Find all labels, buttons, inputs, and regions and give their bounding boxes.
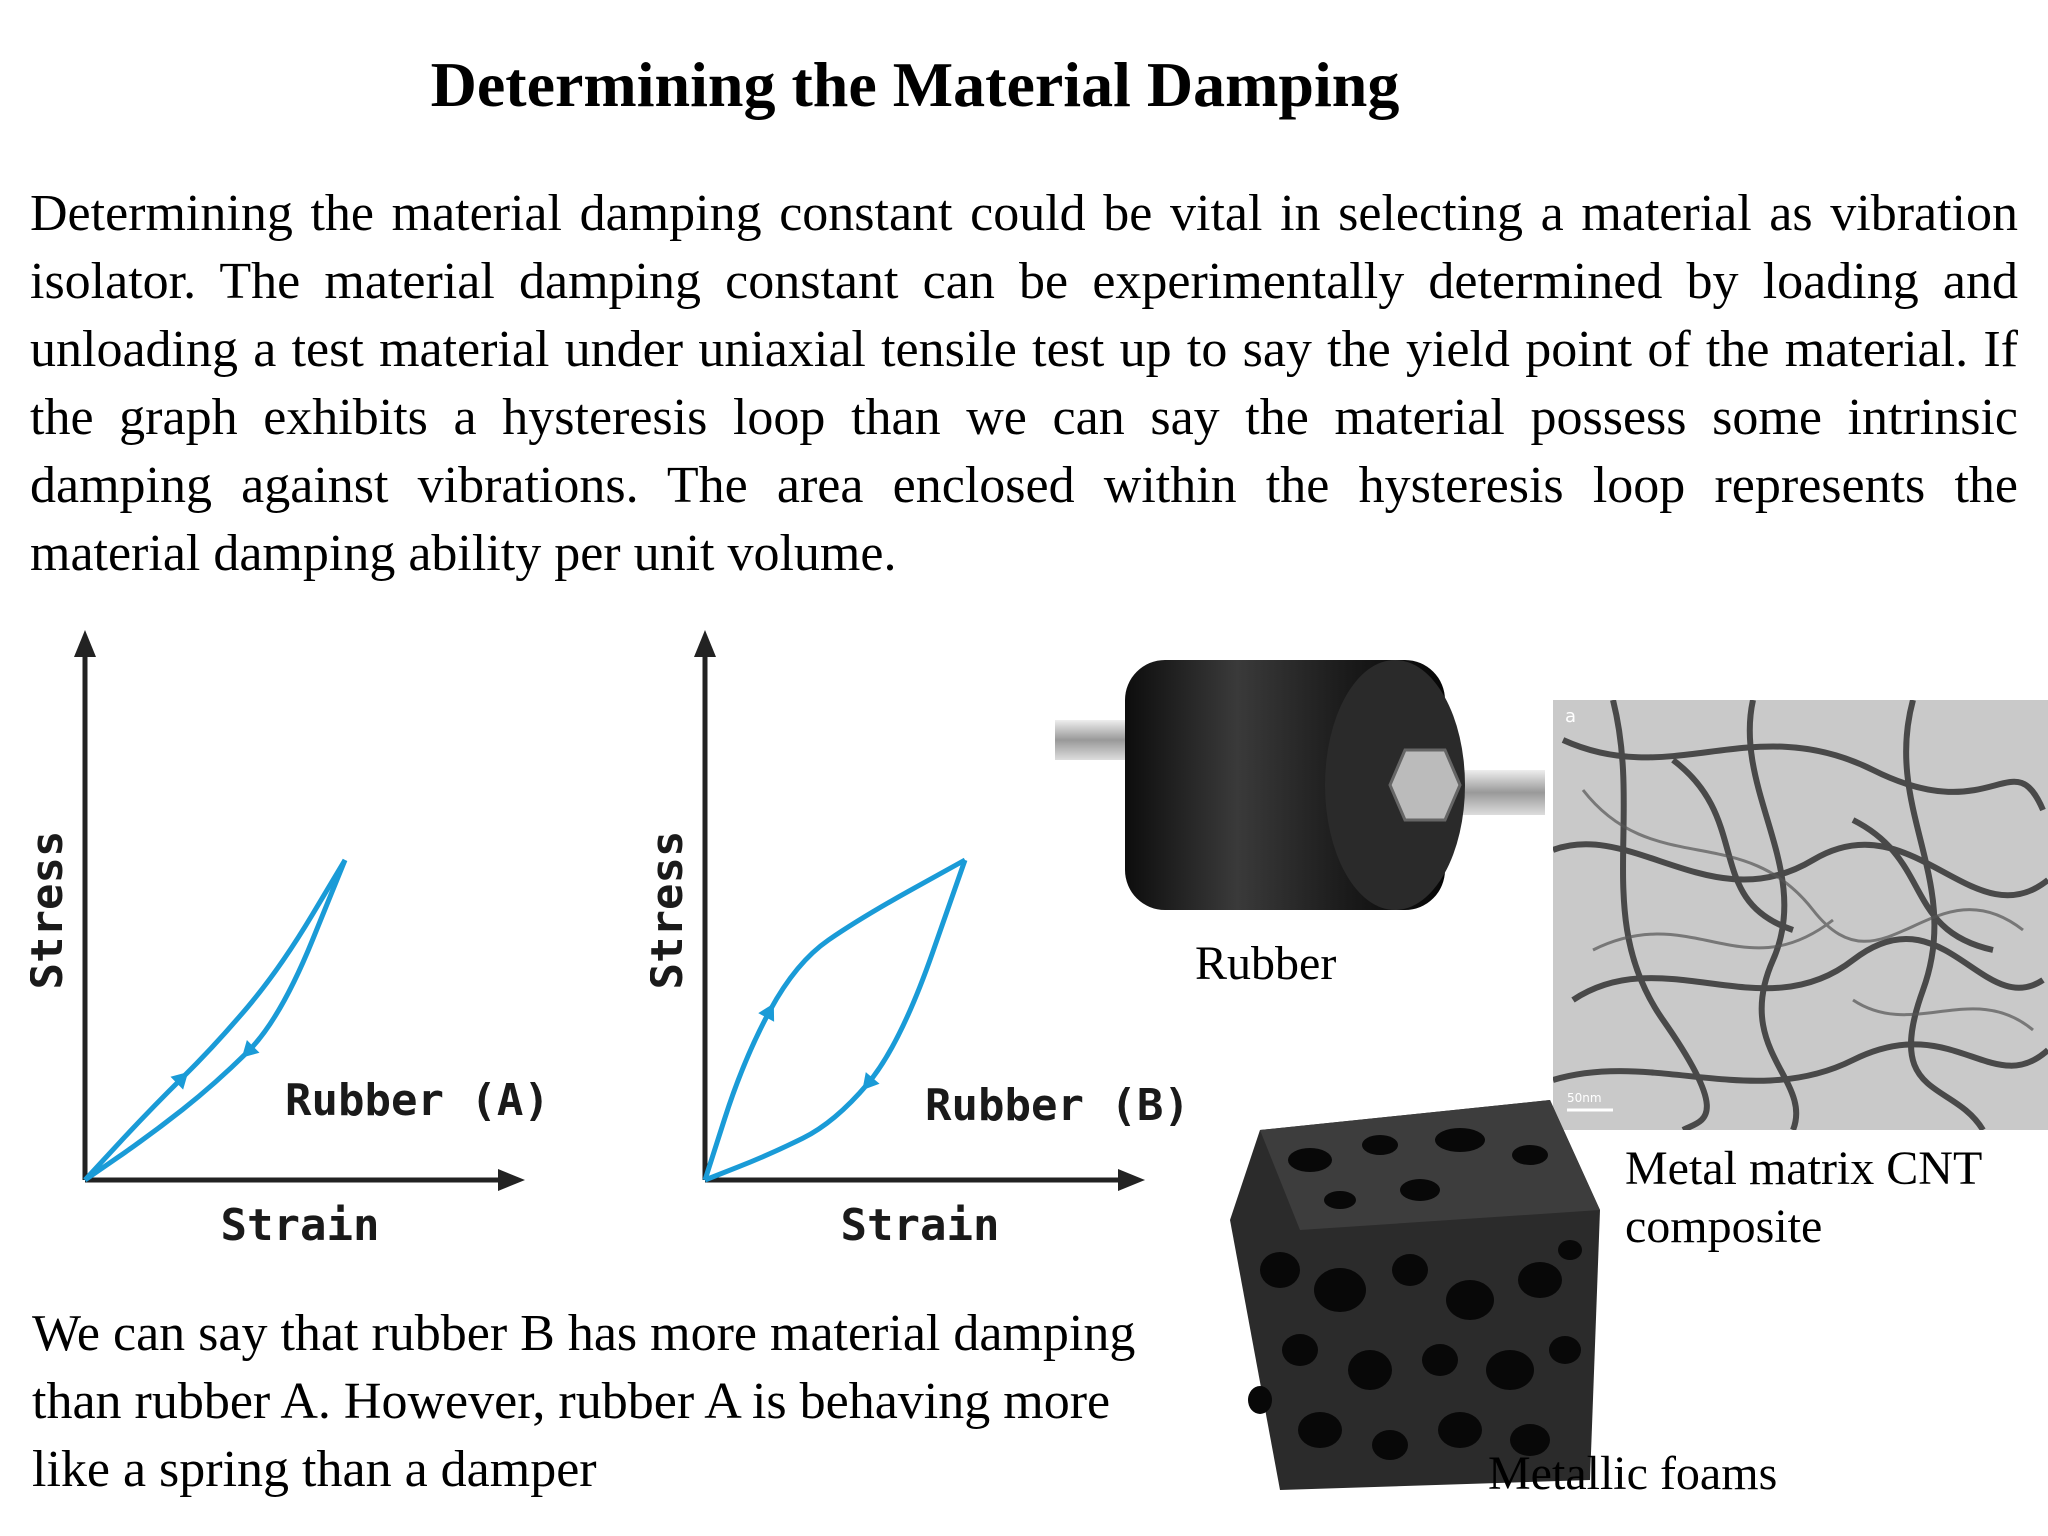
nut bbox=[1388, 748, 1462, 822]
unloading-curve bbox=[704, 859, 968, 1183]
metal-foam-photo bbox=[1220, 1080, 1620, 1500]
hysteresis-chart-rubber-b: Rubber (B) Strain Stress bbox=[650, 625, 1200, 1275]
unloading-arrow-icon bbox=[862, 1072, 880, 1091]
series-label: Rubber (A) bbox=[285, 1075, 550, 1126]
x-axis-arrow-icon bbox=[498, 1169, 525, 1191]
intro-paragraph: Determining the material damping constan… bbox=[30, 185, 2018, 582]
x-axis-label: Strain bbox=[841, 1200, 1000, 1251]
loading-curve bbox=[83, 858, 348, 1182]
x-axis-arrow-icon bbox=[1118, 1169, 1145, 1191]
hysteresis-chart-rubber-a: Rubber (A) Strain Stress bbox=[30, 625, 580, 1275]
unloading-arrow-icon bbox=[241, 1039, 260, 1058]
scale-bar-label: 50nm bbox=[1567, 1091, 1602, 1105]
nanotube-strands bbox=[1553, 700, 2048, 1130]
foam-caption: Metallic foams bbox=[1488, 1447, 1778, 1500]
unloading-curve bbox=[83, 859, 348, 1183]
micrograph-corner-label: a bbox=[1565, 706, 1576, 727]
series-label: Rubber (B) bbox=[925, 1080, 1190, 1131]
y-axis-arrow-icon bbox=[694, 630, 716, 657]
y-axis-label: Stress bbox=[30, 831, 73, 990]
cnt-caption: Metal matrix CNT composite bbox=[1625, 1142, 1982, 1253]
y-axis-label: Stress bbox=[650, 831, 693, 990]
y-axis-arrow-icon bbox=[74, 630, 96, 657]
x-axis-label: Strain bbox=[221, 1200, 380, 1251]
foam-pores bbox=[1248, 1128, 1582, 1460]
slide-title: Determining the Material Damping bbox=[430, 49, 1400, 120]
rubber-mount-photo bbox=[1050, 620, 1550, 950]
conclusion-paragraph: We can say that rubber B has more materi… bbox=[32, 1305, 1136, 1498]
rubber-caption: Rubber bbox=[1195, 937, 1337, 990]
chart-svg: Rubber (B) Strain Stress bbox=[650, 630, 1190, 1251]
loading-arrow-icon bbox=[758, 1003, 775, 1022]
chart-svg: Rubber (A) Strain Stress bbox=[30, 630, 550, 1251]
loading-arrow-icon bbox=[170, 1071, 189, 1090]
loading-curve bbox=[702, 857, 967, 1181]
cnt-micrograph-photo: a 50nm bbox=[1553, 700, 2048, 1130]
